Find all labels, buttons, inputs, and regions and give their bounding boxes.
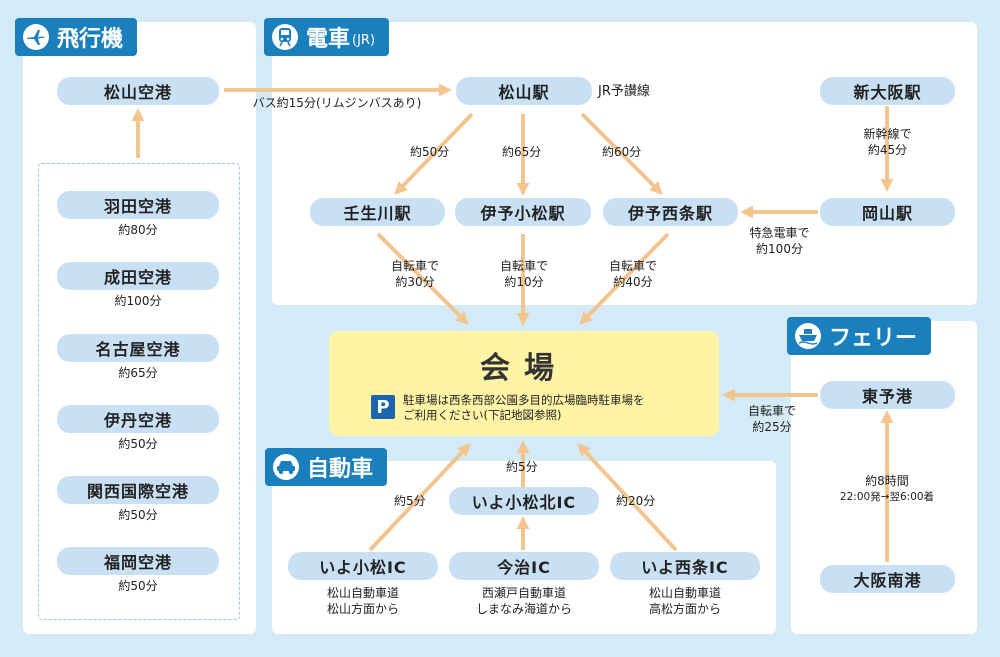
train-icon [272,24,298,50]
arrow-to-mibukawa [394,112,474,195]
time-nagoya: 約65分 [118,366,158,380]
arrow-mibukawa-to-venue [376,232,469,325]
bike-from-iyokomatsu: 自転車で 約10分 [499,259,548,289]
car-title: 自動車 [307,457,374,482]
plane-title: 飛行機 [57,27,124,52]
bike-from-toyo: 自転車で 約25分 [747,404,796,434]
parking-note: 駐車場は西条西部公園多目的広場臨時駐車場を ご利用ください(下記地図参照) [403,393,645,422]
airport-itami: 伊丹空港 [57,405,219,433]
station-iyosaijo: 伊予西条駅 [603,198,738,226]
time-saijo-ic: 約20分 [616,494,656,508]
ferry-duration: 約8時間 22:00発→翌6:00着 [839,474,935,503]
car-icon [273,454,299,480]
station-shin-osaka: 新大阪駅 [820,77,955,105]
arrow-to-iyosaijo [580,112,663,195]
port-toyo: 東予港 [820,381,955,409]
time-komatsu-ic: 約5分 [394,494,426,508]
venue-title: 会場 [480,351,568,386]
station-iyokomatsu: 伊予小松駅 [455,198,591,226]
time-narita: 約100分 [114,294,162,308]
time-to-mibukawa: 約50分 [410,145,450,159]
tokkyu-label: 特急電車で 約100分 [749,226,810,256]
parking-icon: P [371,395,395,419]
venue-box: 会場 P 駐車場は西条西部公園多目的広場臨時駐車場を ご利用ください(下記地図参… [329,331,719,436]
time-to-iyosaijo: 約60分 [602,145,642,159]
airport-narita: 成田空港 [57,262,219,290]
station-okayama: 岡山駅 [820,198,955,226]
shinkansen-label: 新幹線で 約45分 [863,127,912,157]
airport-matsuyama: 松山空港 [57,77,219,105]
ic-saijo-note: 松山自動車道 高松方面から [648,586,721,616]
station-matsuyama: 松山駅 [456,77,592,105]
train-header: 電車 (JR) [264,18,390,56]
ic-imabari-note: 西瀬戸自動車道 しまなみ海道から [475,586,572,616]
train-title: 電車 [306,27,351,52]
train-subtitle: (JR) [352,32,376,48]
time-haneda: 約80分 [118,223,158,237]
ferry-icon [795,323,821,349]
time-kita-ic: 約5分 [506,460,538,474]
ic-iyo-komatsu: いよ小松IC [288,552,438,580]
ic-iyo-saijo: いよ西条IC [610,552,760,580]
ic-komatsu-note: 松山自動車道 松山方面から [326,586,399,616]
ic-iyo-komatsu-kita: いよ小松北IC [449,487,599,515]
time-itami: 約50分 [118,437,158,451]
airport-list-frame [38,163,240,620]
time-to-iyokomatsu: 約65分 [502,145,542,159]
arrow-iyosaijo-to-venue [579,232,670,325]
bus-label: バス約15分(リムジンバスあり) [252,96,422,110]
train-panel [272,22,977,305]
line-yosan: JR予讃線 [598,84,650,99]
station-mibukawa: 壬生川駅 [310,198,445,226]
airport-kansai: 関西国際空港 [57,476,219,504]
arrow-komatsu-ic-to-venue [368,443,471,552]
airport-haneda: 羽田空港 [57,191,219,219]
time-kansai: 約50分 [118,508,158,522]
airport-nagoya: 名古屋空港 [57,334,219,362]
bike-from-mibukawa: 自転車で 約30分 [390,259,439,289]
ferry-header: フェリー [787,317,932,355]
ic-imabari: 今治IC [449,552,599,580]
car-header: 自動車 [265,448,388,486]
bike-from-iyosaijo: 自転車で 約40分 [608,259,657,289]
plane-header: 飛行機 [15,18,138,56]
port-osaka-nanko: 大阪南港 [820,565,955,593]
airplane-icon [23,24,49,50]
airport-fukuoka: 福岡空港 [57,547,219,575]
arrow-saijo-ic-to-venue [577,443,678,552]
time-fukuoka: 約50分 [118,579,158,593]
ferry-title: フェリー [829,326,918,351]
